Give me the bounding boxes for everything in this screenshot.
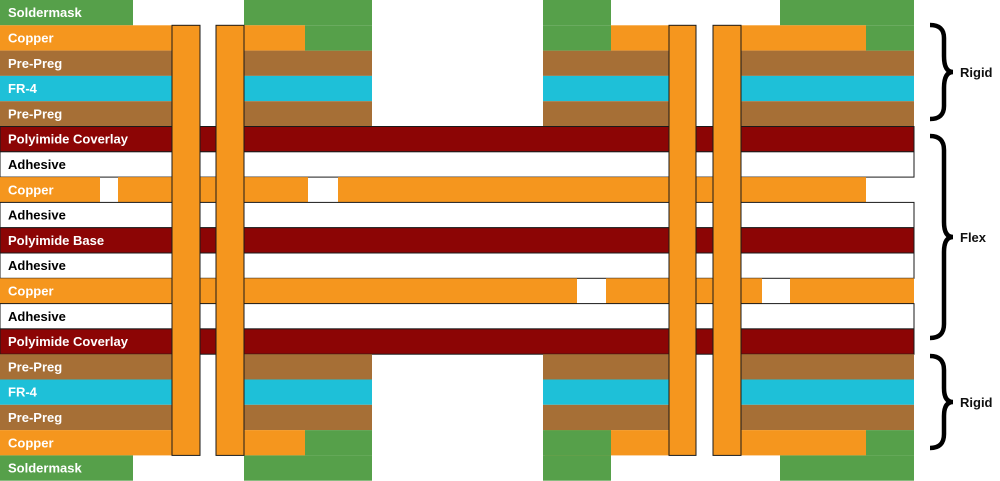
layer-bands [0,0,915,481]
layer-2-prepreg-segment-3 [713,50,914,76]
layer-15-fr4-segment-3 [713,379,914,405]
soldermask-pad-top-1 [543,25,611,51]
layer-label-adhesive: Adhesive [8,157,66,172]
layer-12-adhesive-segment-0 [0,303,915,330]
layer-label-fr4: FR-4 [8,385,38,400]
section-label-rigid-bottom: Rigid [960,395,993,410]
layer-7-copper-segment-1 [118,177,308,203]
layer-13-polyimide-segment-0 [0,328,915,355]
layer-10-adhesive-segment-0 [0,252,915,279]
layer-label-soldermask: Soldermask [8,461,82,476]
layer-label-polyimide: Polyimide Coverlay [8,132,129,147]
layer-17-copper-segment-0 [0,430,200,456]
layer-0-soldermask-segment-2 [543,0,611,26]
layer-15-fr4-segment-0 [0,379,200,405]
layer-label-prepreg: Pre-Preg [8,106,62,121]
layer-label-polyimide: Polyimide Coverlay [8,334,129,349]
section-markers: Rigid Flex Rigid [929,22,993,451]
layer-label-copper: Copper [8,182,54,197]
layer-label-adhesive: Adhesive [8,258,66,273]
layer-label-copper: Copper [8,283,54,298]
layer-label-copper: Copper [8,30,54,45]
soldermask-pad-bottom-0 [305,430,372,456]
layer-18-soldermask-segment-2 [543,455,611,481]
section-label-rigid-top: Rigid [960,65,993,80]
layer-14-prepreg-segment-0 [0,354,200,380]
layer-4-prepreg-segment-0 [0,101,200,127]
layer-label-adhesive: Adhesive [8,208,66,223]
layer-label-soldermask: Soldermask [8,5,82,20]
layer-11-copper-segment-0 [0,278,577,304]
layer-18-soldermask-segment-3 [780,455,914,481]
layer-1-copper-segment-0 [0,25,200,51]
soldermask-pad-bottom-1 [543,430,611,456]
layer-label-prepreg: Pre-Preg [8,56,62,71]
layer-11-copper-segment-2 [790,278,914,304]
layer-14-prepreg-segment-3 [713,354,914,380]
layer-5-polyimide-segment-0 [0,126,915,153]
layer-label-copper: Copper [8,435,54,450]
layer-7-copper-segment-2 [338,177,866,203]
layer-0-soldermask-segment-1 [244,0,372,26]
layer-label-prepreg: Pre-Preg [8,359,62,374]
brace-rigid-bottom [929,353,954,451]
layer-18-soldermask-segment-1 [244,455,372,481]
section-label-flex: Flex [960,230,987,245]
layer-0-soldermask-segment-3 [780,0,914,26]
layer-label-polyimide: Polyimide Base [8,233,104,248]
soldermask-pad-bottom-2 [866,430,914,456]
layer-7-copper-segment-0 [0,177,100,203]
via-wall-0 [171,24,201,456]
layer-16-prepreg-segment-3 [713,404,914,431]
layer-label-fr4: FR-4 [8,81,38,96]
layer-2-prepreg-segment-0 [0,50,200,76]
brace-rigid-top [929,22,954,122]
layer-3-fr4-segment-3 [713,75,914,102]
layer-4-prepreg-segment-3 [713,101,914,127]
via-wall-2 [668,24,697,456]
layer-9-polyimide-segment-0 [0,227,915,254]
via-wall-3 [712,24,742,456]
layer-3-fr4-segment-0 [0,75,200,102]
layer-label-adhesive: Adhesive [8,309,66,324]
layer-18-soldermask-segment-0 [0,455,133,481]
layer-6-adhesive-segment-0 [0,151,915,178]
soldermask-pad-top-2 [866,25,914,51]
brace-flex [929,133,954,341]
layer-0-soldermask-segment-0 [0,0,133,26]
plated-vias [171,24,742,456]
via-wall-1 [215,24,245,456]
layer-labels: SoldermaskCopperPre-PregFR-4Pre-PregPoly… [8,5,129,475]
layer-label-prepreg: Pre-Preg [8,410,62,425]
soldermask-pad-top-0 [305,25,372,51]
layer-16-prepreg-segment-0 [0,404,200,431]
layer-8-adhesive-segment-0 [0,201,915,229]
